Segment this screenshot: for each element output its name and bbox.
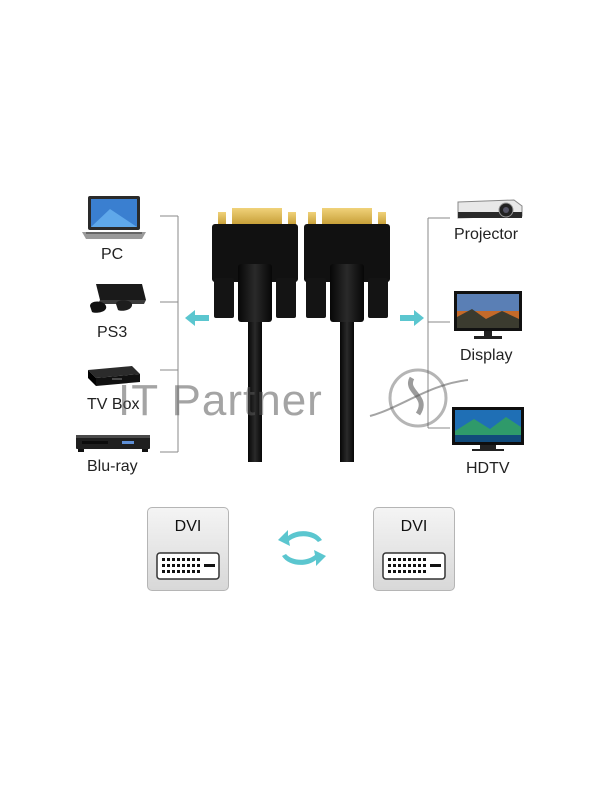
projector-icon (457, 199, 523, 219)
bluray-player-icon (76, 435, 150, 452)
dvi-label-right: DVI (400, 518, 428, 535)
laptop-icon (82, 196, 146, 239)
watermark-logo (369, 368, 469, 428)
right-arrow-icon (400, 310, 424, 326)
dvi-connector-right: DVI (373, 507, 455, 591)
left-arrow-icon (185, 310, 209, 326)
monitor-icon (454, 291, 522, 339)
device-label-display: Display (460, 347, 513, 364)
device-label-projector: Projector (454, 226, 519, 243)
device-label-hdtv: HDTV (466, 460, 510, 477)
dvi-cable-image (212, 208, 390, 462)
left-bracket-lines (160, 215, 179, 453)
dvi-connector-left: DVI (147, 507, 229, 591)
device-label-tv-box: TV Box (87, 396, 140, 413)
device-label-ps3: PS3 (97, 324, 128, 341)
watermark-text: IT Partner (118, 376, 323, 425)
tv-box-icon (88, 366, 140, 386)
device-label-bluray: Blu-ray (87, 458, 138, 475)
dvi-label-left: DVI (174, 518, 202, 535)
dvi-port-icon (382, 552, 446, 580)
swap-arrows-icon (278, 530, 326, 566)
game-console-icon (90, 284, 146, 313)
dvi-port-icon (156, 552, 220, 580)
tv-icon (452, 407, 524, 451)
right-bracket-lines (427, 217, 450, 429)
device-label-pc: PC (101, 246, 124, 263)
